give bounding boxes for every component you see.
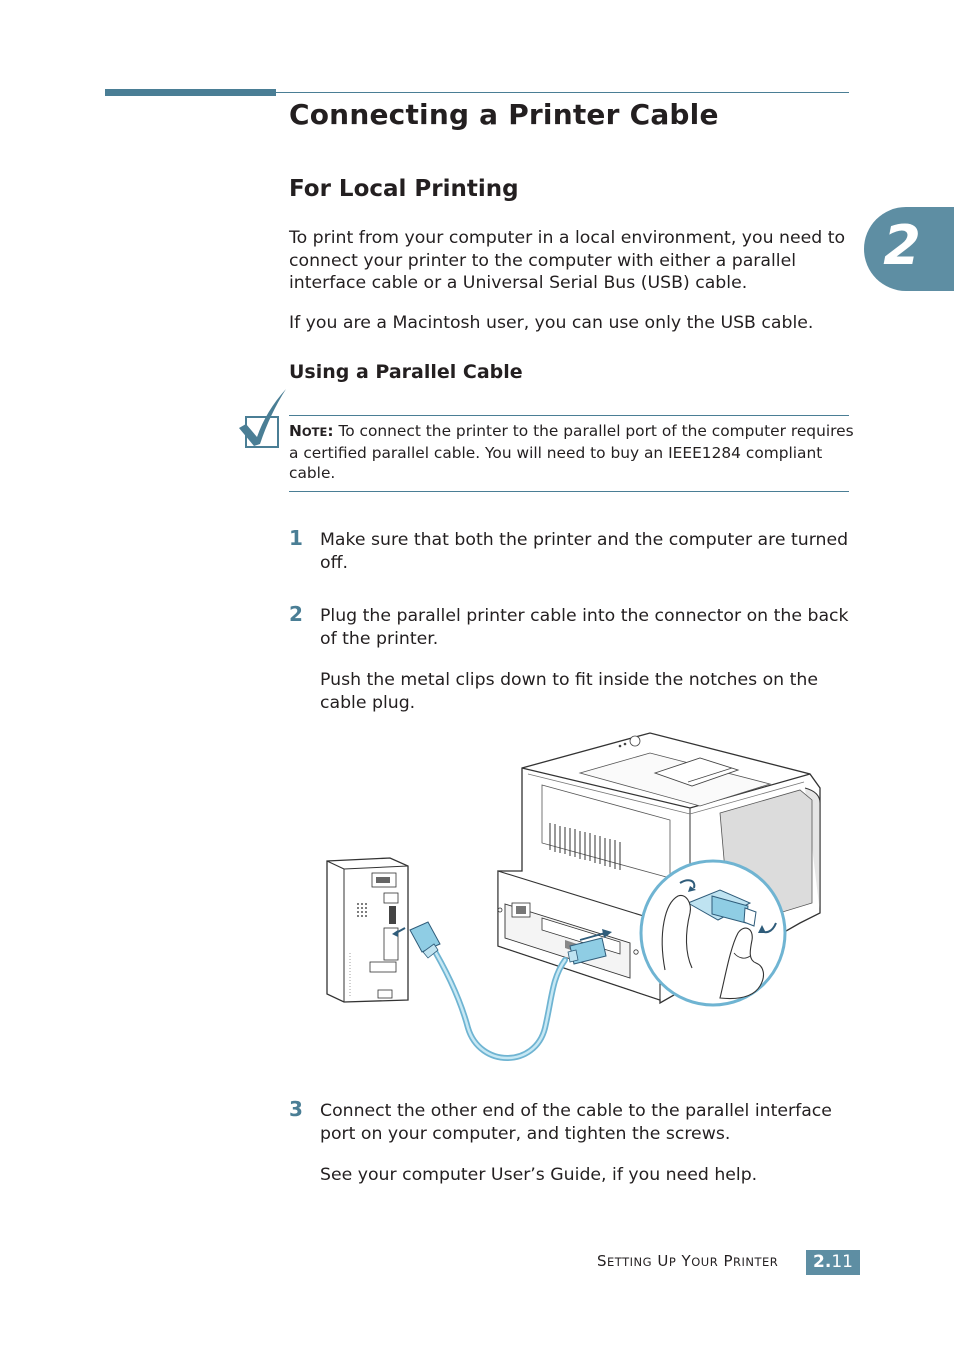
footer-section-title: SETTING UP YOUR PRINTER [597, 1252, 778, 1270]
printer-cable-illustration [326, 732, 821, 1061]
chapter-number: 2 [883, 214, 921, 277]
step-3-subtext: See your computer User’s Guide, if you n… [320, 1165, 758, 1185]
footer-word-3: YOUR [682, 1252, 719, 1270]
page-number: 2.11 [806, 1251, 860, 1274]
note-label: NOTE: [289, 422, 334, 440]
note-text-block: NOTE: To connect the printer to the para… [289, 421, 854, 484]
intro-paragraph: To print from your computer in a local e… [289, 228, 846, 293]
note-body: To connect the printer to the parallel p… [289, 422, 854, 482]
note-label-first: N [289, 422, 302, 440]
step-number-2: 2 [289, 602, 303, 626]
step-1-text: Make sure that both the printer and the … [320, 530, 849, 573]
footer-word-1: SETTING [597, 1252, 652, 1270]
page-number-chapter: 2. [813, 1252, 832, 1272]
footer-word-1-rest: ETTING [607, 1255, 653, 1269]
note-label-rest: OTE [301, 425, 328, 439]
footer-word-2-rest: P [668, 1255, 677, 1269]
step-number-3: 3 [289, 1097, 303, 1121]
page-number-value: 11 [831, 1252, 853, 1272]
note-bottom-rule [289, 491, 849, 492]
header-rule-thick [105, 89, 276, 96]
footer-word-2-first: U [657, 1252, 669, 1270]
footer-word-3-first: Y [681, 1252, 692, 1270]
footer-word-4-first: P [723, 1252, 734, 1270]
header-rule-thin [276, 92, 849, 93]
chapter-tab [864, 207, 954, 291]
macintosh-paragraph: If you are a Macintosh user, you can use… [289, 313, 814, 333]
page-number-box [806, 1250, 860, 1275]
footer-word-3-rest: OUR [691, 1255, 719, 1269]
checkmark-note-icon [239, 389, 286, 448]
step-3-text: Connect the other end of the cable to th… [320, 1101, 832, 1144]
page-title: Connecting a Printer Cable [289, 98, 719, 131]
note-label-colon: : [327, 422, 334, 440]
note-top-rule [289, 415, 849, 416]
footer-word-4-rest: RINTER [733, 1255, 779, 1269]
section-heading-local-printing: For Local Printing [289, 176, 519, 202]
computer-tower-illustration [326, 857, 409, 1003]
parallel-cable-illustration [409, 921, 612, 1061]
step-2-subtext: Push the metal clips down to fit inside … [320, 670, 818, 713]
hand-plug-illustration [639, 859, 787, 1007]
footer-word-2: UP [657, 1252, 676, 1270]
step-2-text: Plug the parallel printer cable into the… [320, 606, 849, 649]
step-number-1: 1 [289, 526, 303, 550]
footer-word-4: PRINTER [723, 1252, 778, 1270]
footer-word-1-first: S [597, 1252, 608, 1270]
section-heading-parallel-cable: Using a Parallel Cable [289, 361, 523, 383]
